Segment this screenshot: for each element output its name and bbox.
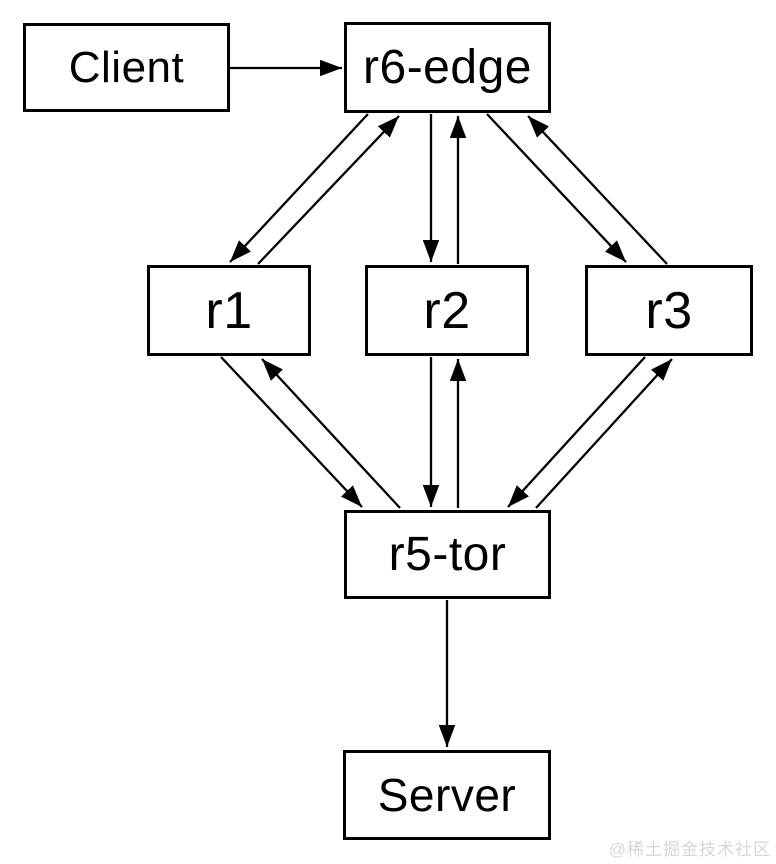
edge-r6-edge-to-r3 [486,113,627,263]
node-r2: r2 [365,265,529,356]
node-r3: r3 [585,265,753,356]
node-client: Client [23,23,230,112]
node-server: Server [343,750,551,840]
node-r5-tor: r5-tor [344,510,551,599]
node-client-label: Client [68,42,185,92]
node-r2-label: r2 [423,281,471,340]
edge-r5-tor-to-r1 [261,358,401,509]
node-r5-tor-label: r5-tor [388,527,507,581]
node-server-label: Server [377,769,517,821]
edge-r1-to-r5-tor [220,356,363,508]
node-r6-edge: r6-edge [344,22,551,113]
edge-r5-tor-to-r3 [535,358,673,509]
watermark: @稀土掘金技术社区 [608,840,771,859]
node-r3-label: r3 [645,281,693,340]
edge-r6-edge-to-r1 [229,113,369,263]
edge-r3-to-r6-edge [527,115,668,265]
node-r1: r1 [147,265,311,356]
edge-r3-to-r5-tor [507,356,646,508]
edge-r1-to-r6-edge [257,115,400,265]
node-r6-edge-label: r6-edge [363,40,532,94]
node-r1-label: r1 [205,281,253,340]
